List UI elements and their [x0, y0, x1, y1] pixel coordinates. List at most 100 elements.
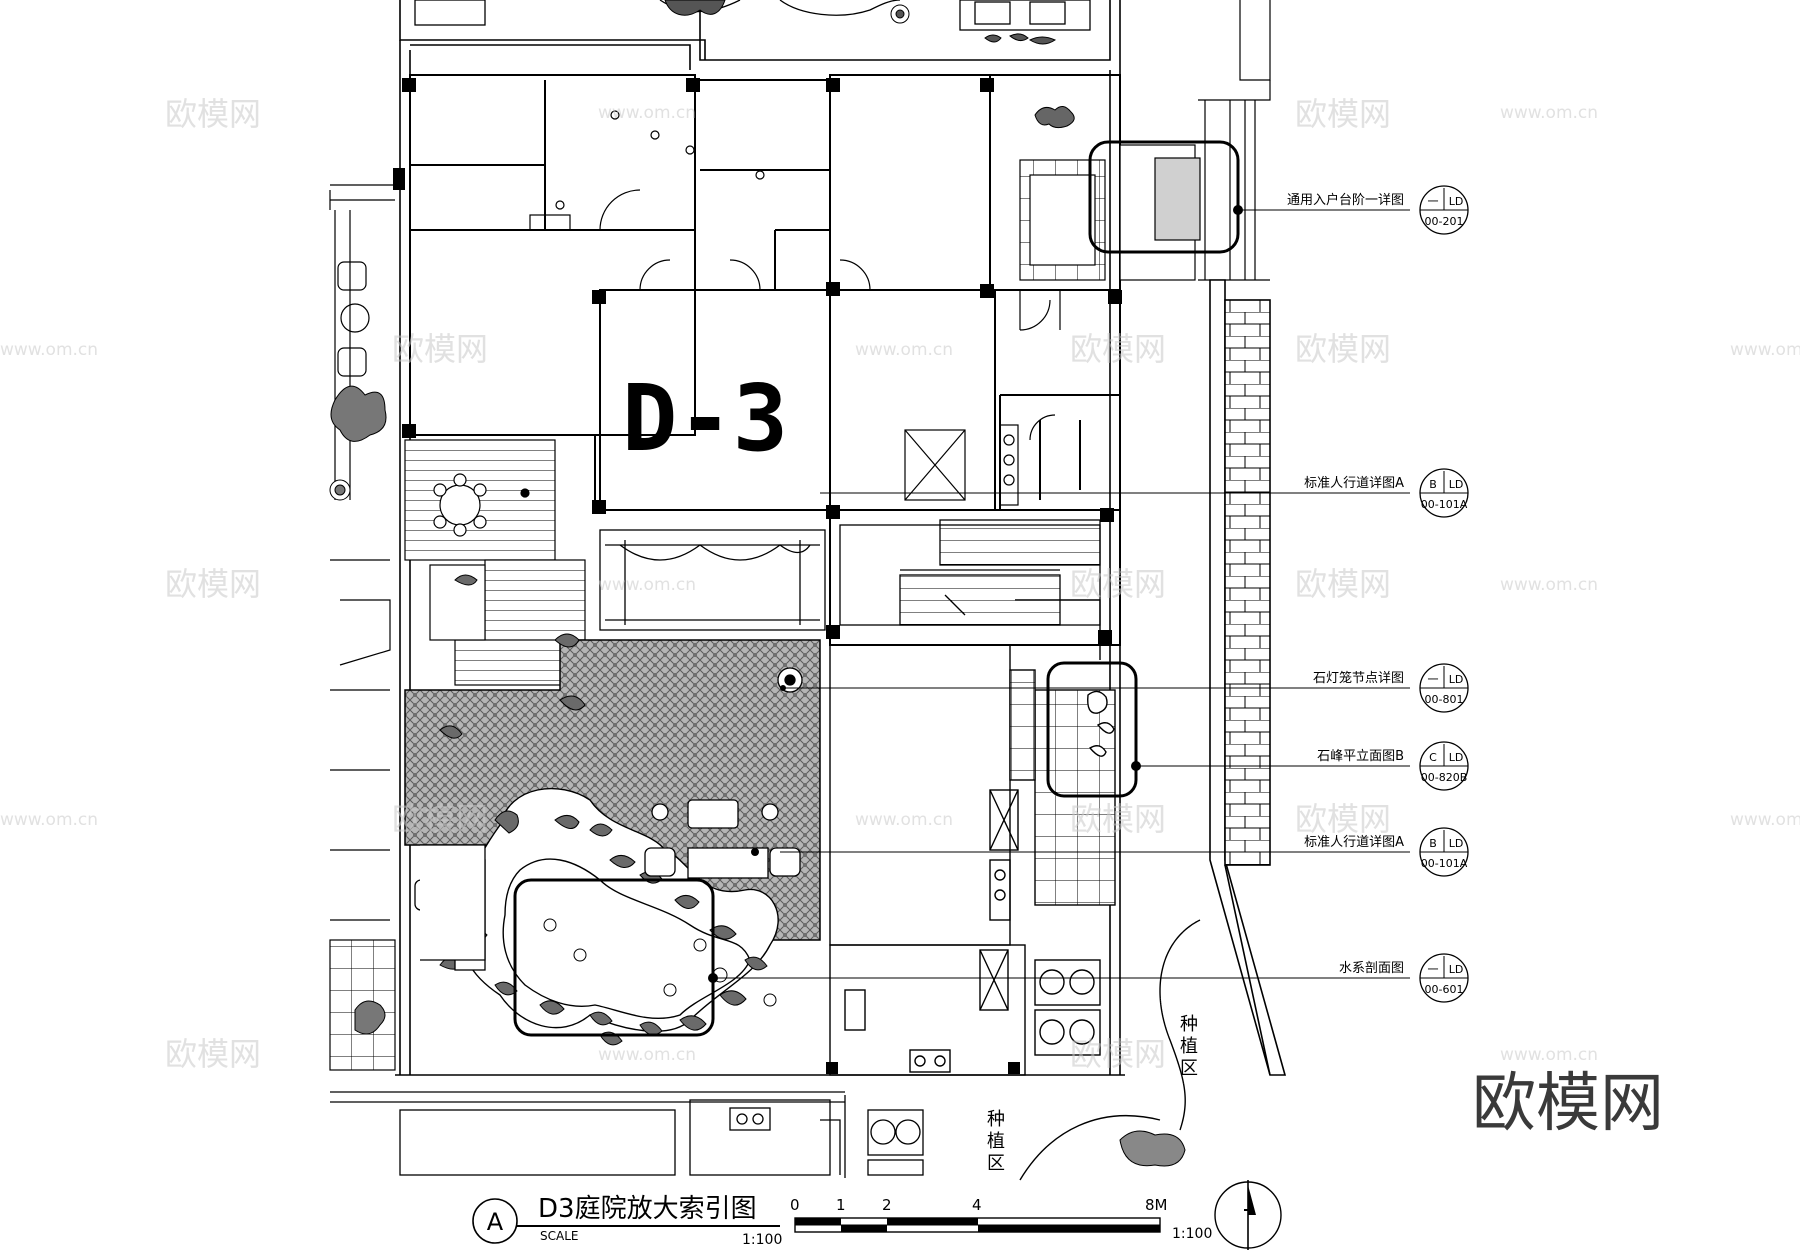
callout-top: 一	[1428, 963, 1439, 976]
callout-divider	[1420, 744, 1468, 767]
deck-area	[404, 439, 586, 686]
north-arrow-icon	[1214, 1180, 1282, 1250]
watermark-url: www.om.cn	[855, 810, 953, 830]
pond	[463, 788, 779, 1032]
bottom-row	[330, 1091, 924, 1178]
watermark-brand: 欧模网	[1295, 330, 1391, 368]
lantern-stones	[1087, 690, 1115, 757]
watermark-brand: 欧模网	[165, 565, 261, 603]
watermark-url: www.om.cn	[598, 575, 696, 595]
callout-top: 一	[1428, 195, 1439, 208]
watermark-url: www.om.cn	[0, 340, 98, 360]
callout-ref: 00-101A	[1421, 857, 1468, 870]
planting-zone-label-right: 种植区	[1180, 1014, 1198, 1079]
watermark-url: www.om.cn	[1730, 810, 1800, 830]
title-block: A D3庭院放大索引图 SCALE 1:100 0 1 2 4 8M 1:100	[472, 1180, 1282, 1250]
entry-steps	[1019, 0, 1271, 281]
scale-value: 1:100	[742, 1232, 782, 1248]
leader-lines	[713, 209, 1410, 979]
watermark-url: www.om.cn	[1500, 575, 1598, 595]
watermark-brand: 欧模网	[1070, 1035, 1166, 1073]
callout-ref: 00-101A	[1421, 498, 1468, 511]
bar-label-0: 0	[790, 1196, 800, 1214]
watermark-brand: 欧模网	[392, 330, 488, 368]
callout-ref: 00-201	[1425, 215, 1464, 228]
highlight-stone-lantern	[1046, 661, 1138, 798]
planting-zone-label-bottom: 种植区	[987, 1109, 1005, 1174]
watermark-brand: 欧模网	[1070, 800, 1166, 838]
watermark-url: www.om.cn	[1500, 103, 1598, 123]
watermark-brand: 欧模网	[1070, 565, 1166, 603]
left-rockery	[329, 385, 387, 1035]
callout-right: LD	[1449, 673, 1464, 686]
planting-rock	[1119, 1130, 1186, 1167]
callout-ref: 00-801	[1425, 693, 1464, 706]
callout-right: LD	[1449, 963, 1464, 976]
watermarks: 欧模网欧模网欧模网欧模网欧模网欧模网欧模网欧模网欧模网欧模网欧模网欧模网欧模网w…	[0, 95, 1800, 1073]
watermark-url: www.om.cn	[0, 810, 98, 830]
callout-right: LD	[1449, 195, 1464, 208]
watermark-brand: 欧模网	[165, 1035, 261, 1073]
callout-text: 水系剖面图	[1339, 961, 1404, 976]
watermark-brand: 欧模网	[1070, 330, 1166, 368]
top-rockery	[664, 0, 1057, 45]
highlight-entry-steps	[1088, 140, 1240, 254]
callout-top: 一	[1428, 673, 1439, 686]
bar-scale-value: 1:100	[1172, 1226, 1212, 1242]
svg-text:种植区: 种植区	[987, 1109, 1005, 1174]
callout-divider	[1420, 830, 1468, 853]
callout-ref: 00-820B	[1421, 771, 1468, 784]
columns	[393, 78, 1122, 1074]
callout-divider	[1420, 956, 1468, 979]
interior-fixtures	[529, 110, 1061, 506]
watermark-brand: 欧模网	[1295, 800, 1391, 838]
callout-1: 标准人行道详图A B LD 00-101A	[1304, 468, 1469, 518]
watermark-brand: 欧模网	[392, 800, 488, 838]
bar-scale: 0 1 2 4 8M 1:100	[790, 1196, 1212, 1242]
callout-0: 通用入户台阶一详图 一 LD 00-201	[1287, 185, 1469, 235]
watermark-brand: 欧模网	[1295, 95, 1391, 133]
scale-word: SCALE	[540, 1229, 578, 1243]
pavilion	[599, 519, 1101, 631]
left-terrace	[329, 184, 396, 1071]
callout-5: 水系剖面图 一 LD 00-601	[1339, 953, 1469, 1003]
bar-label-2: 2	[882, 1196, 892, 1214]
callout-text: 石峰平立面图B	[1317, 749, 1404, 764]
detail-highlights	[513, 140, 1240, 1037]
drawing-title: D3庭院放大索引图	[538, 1194, 757, 1224]
pond-plants	[543, 918, 777, 1007]
planting-zone	[1019, 919, 1201, 1181]
title-marker-letter: A	[487, 1208, 504, 1236]
watermark-url: www.om.cn	[1500, 1045, 1598, 1065]
callout-right: LD	[1449, 478, 1464, 491]
bar-label-1: 1	[836, 1196, 846, 1214]
callout-2: 石灯笼节点详图 一 LD 00-801	[1313, 663, 1469, 713]
callout-ref: 00-601	[1425, 983, 1464, 996]
leader-dots	[708, 205, 1243, 983]
watermark-url: www.om.cn	[855, 340, 953, 360]
watermark-brand: 欧模网	[1295, 565, 1391, 603]
callout-top: B	[1429, 837, 1437, 850]
watermark-brand: 欧模网	[165, 95, 261, 133]
brick-walkway	[1209, 279, 1287, 1076]
callout-top: B	[1429, 478, 1437, 491]
top-strip	[414, 0, 1091, 31]
highlight-pond	[513, 878, 715, 1037]
svg-text:种植区: 种植区	[1180, 1014, 1198, 1079]
watermark-url: www.om.cn	[598, 1045, 696, 1065]
block-label: D-3	[622, 365, 788, 472]
callout-text: 标准人行道详图A	[1304, 476, 1404, 491]
callout-text: 标准人行道详图A	[1304, 835, 1404, 850]
watermark-url: www.om.cn	[1730, 340, 1800, 360]
callout-divider	[1420, 188, 1468, 211]
callout-text: 通用入户台阶一详图	[1287, 192, 1404, 208]
callout-text: 石灯笼节点详图	[1313, 670, 1404, 686]
callout-divider	[1420, 471, 1468, 494]
entry-rock	[1034, 106, 1075, 129]
bar-label-4: 4	[972, 1196, 982, 1214]
bar-label-8m: 8M	[1145, 1196, 1168, 1214]
